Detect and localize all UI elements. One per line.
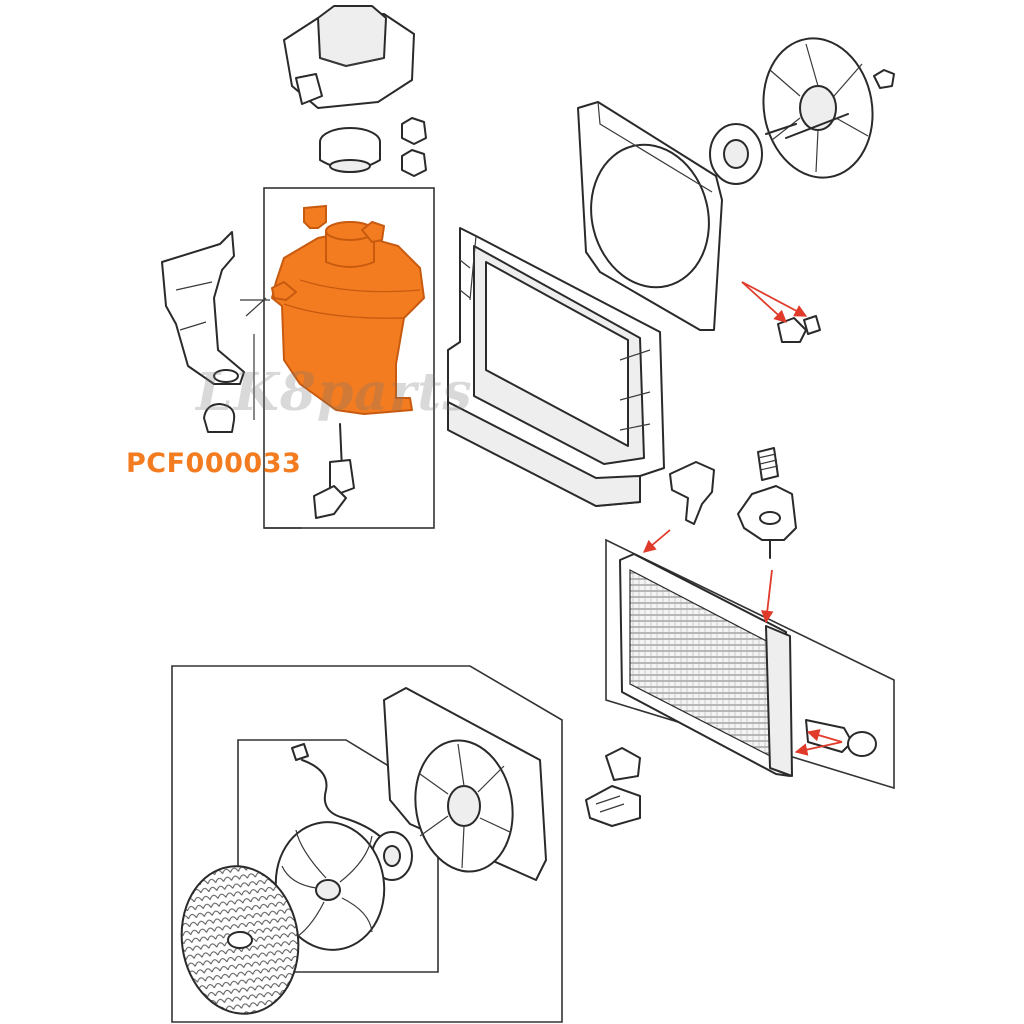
bleed-plug [303,204,327,229]
mounting-nuts [401,117,427,177]
fan-clutch [709,123,763,185]
electric-fan-box [171,665,563,1023]
radiator-support-frame [447,227,665,507]
electric-fan-shroud [383,687,547,881]
part-number-label: PCF000033 [126,448,302,479]
radiator-mount-left [669,461,715,525]
fan-bolt [765,69,895,139]
coolant-expansion-tank [271,221,425,415]
leader-lines [240,297,270,420]
level-sensor [313,423,355,519]
filler-cap [319,127,381,173]
viscous-fan [762,37,874,179]
fan-wiring [291,743,385,841]
temperature-sensor [605,747,641,781]
shroud-clips [777,315,821,343]
fan-blade [274,821,386,951]
radiator-mount-right [737,485,797,559]
tank-assembly-box [263,187,435,529]
callout-arrows [643,281,843,756]
connector-block [585,785,641,827]
drain-plug [805,719,877,757]
tank-bracket [161,231,245,385]
radiator-box [605,538,895,790]
radiator-core [619,553,793,777]
fan-shroud [577,101,723,331]
mount-grommet [203,403,236,433]
mount-bushing [757,447,779,481]
upper-expansion-tank [283,5,415,109]
fan-guard [180,865,300,1015]
